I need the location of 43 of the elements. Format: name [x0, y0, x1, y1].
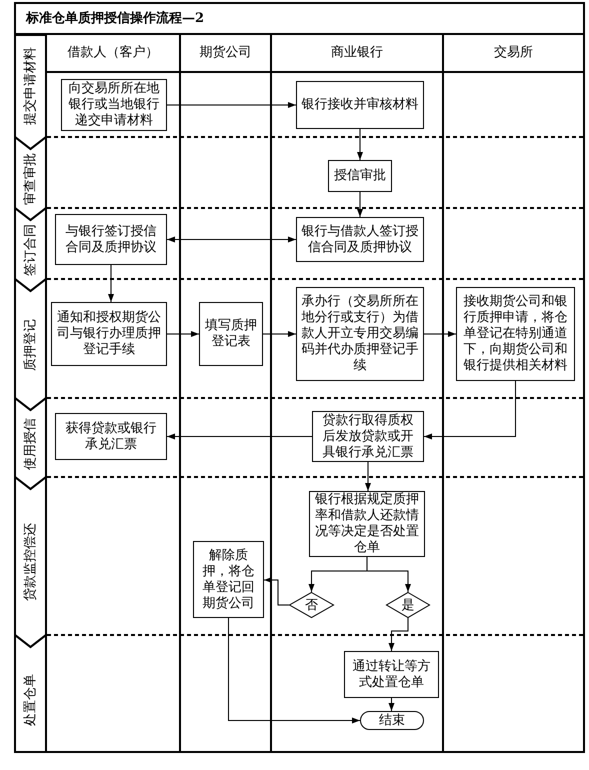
process-box: 解除质押，将仓单登记回期货公司 [193, 541, 264, 618]
decision-diamond: 否 [289, 592, 334, 618]
flow-arrow [366, 556, 411, 592]
process-box: 承办行（交易所所在地分行或支行）为借款人开立专用交易编码并代办质押登记手续 [296, 287, 424, 381]
flow-arrow [424, 331, 456, 337]
process-box: 向交易所所在地银行或当地银行递交申请材料 [61, 79, 167, 131]
double-arrow [166, 236, 296, 242]
end-terminator: 结束 [360, 711, 424, 730]
process-box: 填写质押登记表 [199, 302, 263, 366]
flow-arrow [357, 192, 363, 218]
process-box: 银行与借款人签订授信合同及质押协议 [296, 217, 424, 262]
process-box: 与银行签订授信合同及质押协议 [55, 214, 167, 265]
process-box: 银行接收并审核材料 [296, 81, 424, 129]
flow-arrow [166, 434, 312, 440]
swimlane [444, 35, 585, 753]
flow-arrow [388, 618, 408, 652]
lane-header: 交易所 [444, 35, 583, 73]
decision-diamond: 是 [386, 592, 430, 618]
flow-arrow [262, 331, 296, 337]
process-box: 授信审批 [328, 160, 392, 192]
lane-header: 借款人（客户） [47, 35, 179, 73]
flow-arrow [424, 380, 516, 440]
flow-arrow [365, 462, 371, 492]
process-box: 通知和授权期货公司与银行办理质押登记手续 [51, 302, 167, 366]
flow-arrow [166, 331, 200, 337]
flow-arrow [388, 698, 394, 712]
process-box: 接收期货公司和银行质押申请，将仓单登记在特别通道下，向期货公司和银行提供相关材料 [456, 287, 575, 381]
swimlane [272, 35, 444, 753]
flow-arrow [108, 264, 114, 302]
flow-arrow [166, 102, 296, 108]
flow-arrow [357, 128, 363, 160]
flow-arrow [264, 577, 290, 606]
diagram-title: 标准仓单质押授信操作流程—2 [14, 2, 585, 35]
flow-arrow [228, 618, 360, 724]
process-box: 获得贷款或银行承兑汇票 [55, 413, 167, 460]
swimlane [181, 35, 272, 753]
lane-header: 期货公司 [181, 35, 270, 73]
process-box: 银行根据规定质押率和借款人还款情况等决定是否处置仓单 [309, 491, 425, 557]
process-box: 贷款行取得质权后发放贷款或开具银行承兑汇票 [312, 411, 424, 462]
phase-band: 处置仓单 [14, 635, 47, 753]
swimlane [47, 35, 181, 753]
lane-header: 商业银行 [272, 35, 442, 73]
process-box: 通过转让等方式处置仓单 [344, 651, 439, 698]
